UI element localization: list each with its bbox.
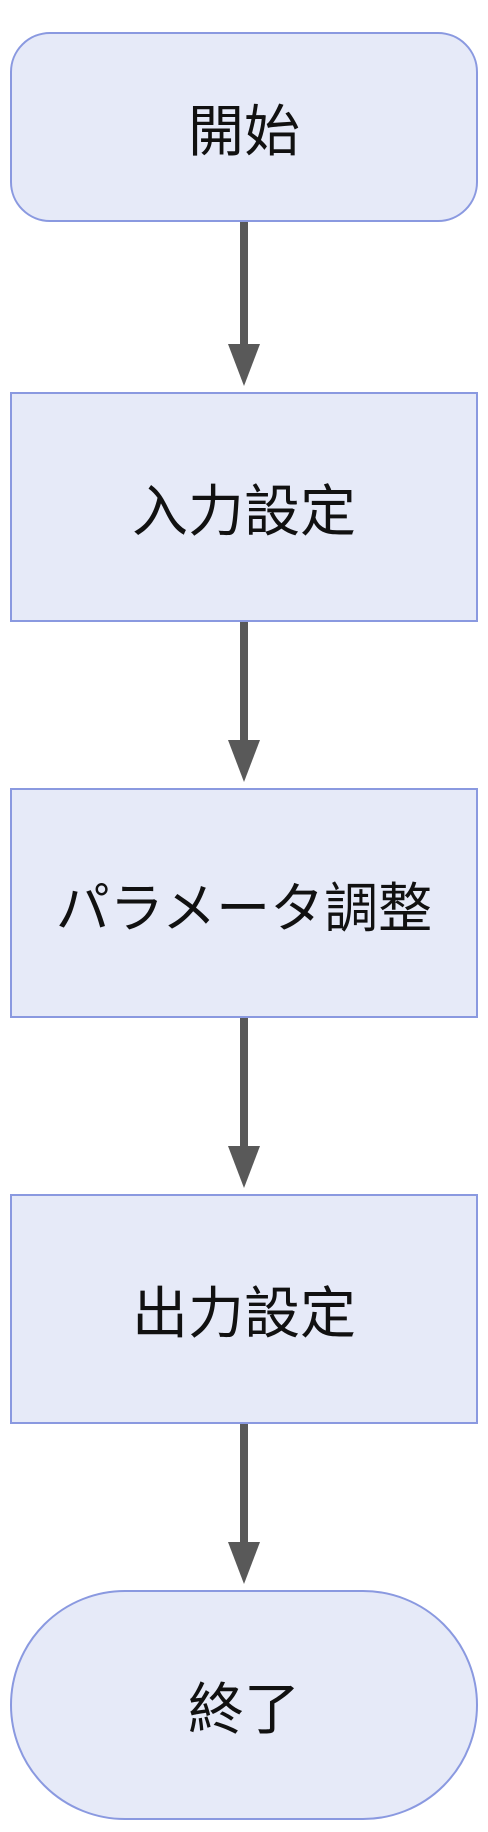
- output-settings-node: 出力設定: [10, 1194, 478, 1424]
- arrow-param-to-output: [228, 1018, 260, 1188]
- end-node: 終了: [10, 1590, 478, 1820]
- arrow-start-to-input: [228, 222, 260, 386]
- input-settings-label: 入力設定: [132, 479, 356, 545]
- input-settings-node: 入力設定: [10, 392, 478, 622]
- parameter-adjust-node: パラメータ調整: [10, 788, 478, 1018]
- end-node-label: 終了: [188, 1677, 300, 1743]
- parameter-adjust-label: パラメータ調整: [55, 876, 433, 940]
- start-node-label: 開始: [188, 99, 300, 165]
- arrow-input-to-param: [228, 622, 260, 782]
- arrow-output-to-end: [228, 1424, 260, 1584]
- output-settings-label: 出力設定: [132, 1281, 356, 1347]
- start-node: 開始: [10, 32, 478, 222]
